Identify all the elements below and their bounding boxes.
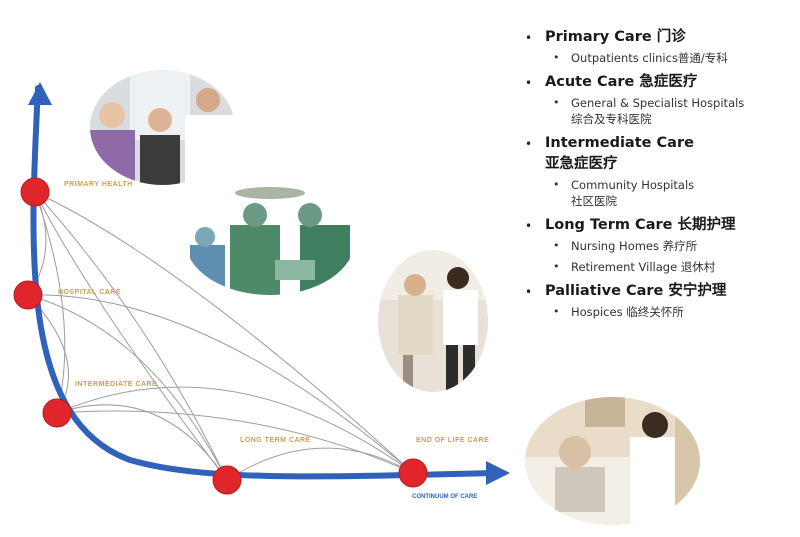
photo-surgery xyxy=(185,185,355,295)
label-hospital-care: HOSPITAL CARE xyxy=(58,289,122,296)
connector-line xyxy=(34,191,228,481)
care-category-list: • Primary Care 门诊 • Outpatients clinics普通… xyxy=(525,27,795,326)
bullet-icon: • xyxy=(525,31,533,45)
bullet-icon: • xyxy=(525,76,533,90)
category-item-text: Community Hospitals 社区医院 xyxy=(571,178,695,208)
category-item-text: Nursing Homes 养疗所 xyxy=(571,239,698,253)
connector-line xyxy=(27,294,414,474)
category-item-text: Hospices 临终关怀所 xyxy=(571,305,684,319)
connector-line xyxy=(34,191,228,481)
vertical-arrowhead-icon xyxy=(28,82,52,105)
category-palliative-care: • Palliative Care 安宁护理 • Hospices 临终关怀所 xyxy=(525,281,795,320)
bullet-icon: • xyxy=(525,219,533,233)
connector-line xyxy=(56,386,414,474)
category-item-text: Outpatients clinics普通/专科 xyxy=(571,51,728,65)
connector-line xyxy=(56,404,228,481)
category-item: • Nursing Homes 养疗所 xyxy=(545,238,795,254)
bullet-icon: • xyxy=(525,137,533,151)
sub-bullet-icon: • xyxy=(553,260,560,273)
label-long-term-care: LONG TERM CARE xyxy=(240,437,311,444)
label-primary-health: PRIMARY HEALTH xyxy=(64,181,133,188)
category-long-term-care: • Long Term Care 长期护理 • Nursing Homes 养疗所… xyxy=(525,215,795,275)
category-title: Long Term Care 长期护理 xyxy=(545,217,736,233)
sub-bullet-icon: • xyxy=(553,305,560,318)
horizontal-arrowhead-icon xyxy=(486,461,510,485)
photo-nursing-home xyxy=(378,250,488,392)
category-primary-care: • Primary Care 门诊 • Outpatients clinics普通… xyxy=(525,27,795,66)
sub-bullet-icon: • xyxy=(553,178,560,191)
label-continuum-of-care: CONTINUUM OF CARE xyxy=(412,494,478,500)
category-item: • Outpatients clinics普通/专科 xyxy=(545,50,795,66)
node-long-term xyxy=(212,465,242,495)
category-title: Palliative Care 安宁护理 xyxy=(545,283,727,299)
category-item: • Retirement Village 退休村 xyxy=(545,259,795,275)
label-intermediate-care: INTERMEDIATE CARE xyxy=(75,381,158,388)
category-title: Intermediate Care 亚急症医疗 xyxy=(545,135,694,172)
node-end-of-life xyxy=(398,458,428,488)
bullet-icon: • xyxy=(525,285,533,299)
node-hospital xyxy=(13,280,43,310)
category-item-text: Retirement Village 退休村 xyxy=(571,260,716,274)
care-continuum-axis xyxy=(30,85,495,480)
node-intermediate xyxy=(42,398,72,428)
category-intermediate-care: • Intermediate Care 亚急症医疗 • Community Hos… xyxy=(525,133,795,209)
sub-bullet-icon: • xyxy=(553,96,560,109)
connector-line xyxy=(27,294,228,481)
category-acute-care: • Acute Care 急症医疗 • General & Specialist … xyxy=(525,72,795,127)
category-item: • General & Specialist Hospitals 综合及专科医院 xyxy=(545,95,795,127)
category-item-text: General & Specialist Hospitals 综合及专科医院 xyxy=(571,96,745,126)
connector-line xyxy=(56,410,414,474)
category-title: Acute Care 急症医疗 xyxy=(545,74,698,90)
photo-doctor-consultation xyxy=(90,70,235,185)
photo-palliative-care xyxy=(525,397,700,525)
label-end-of-life-care: END OF LIFE CARE xyxy=(416,437,490,444)
node-primary xyxy=(20,177,50,207)
connector-lines xyxy=(27,191,414,481)
connector-line xyxy=(34,191,414,474)
sub-bullet-icon: • xyxy=(553,239,560,252)
connector-line xyxy=(226,447,414,481)
category-title: Primary Care 门诊 xyxy=(545,29,686,45)
category-item: • Community Hospitals 社区医院 xyxy=(545,177,795,209)
sub-bullet-icon: • xyxy=(553,51,560,64)
category-item: • Hospices 临终关怀所 xyxy=(545,304,795,320)
